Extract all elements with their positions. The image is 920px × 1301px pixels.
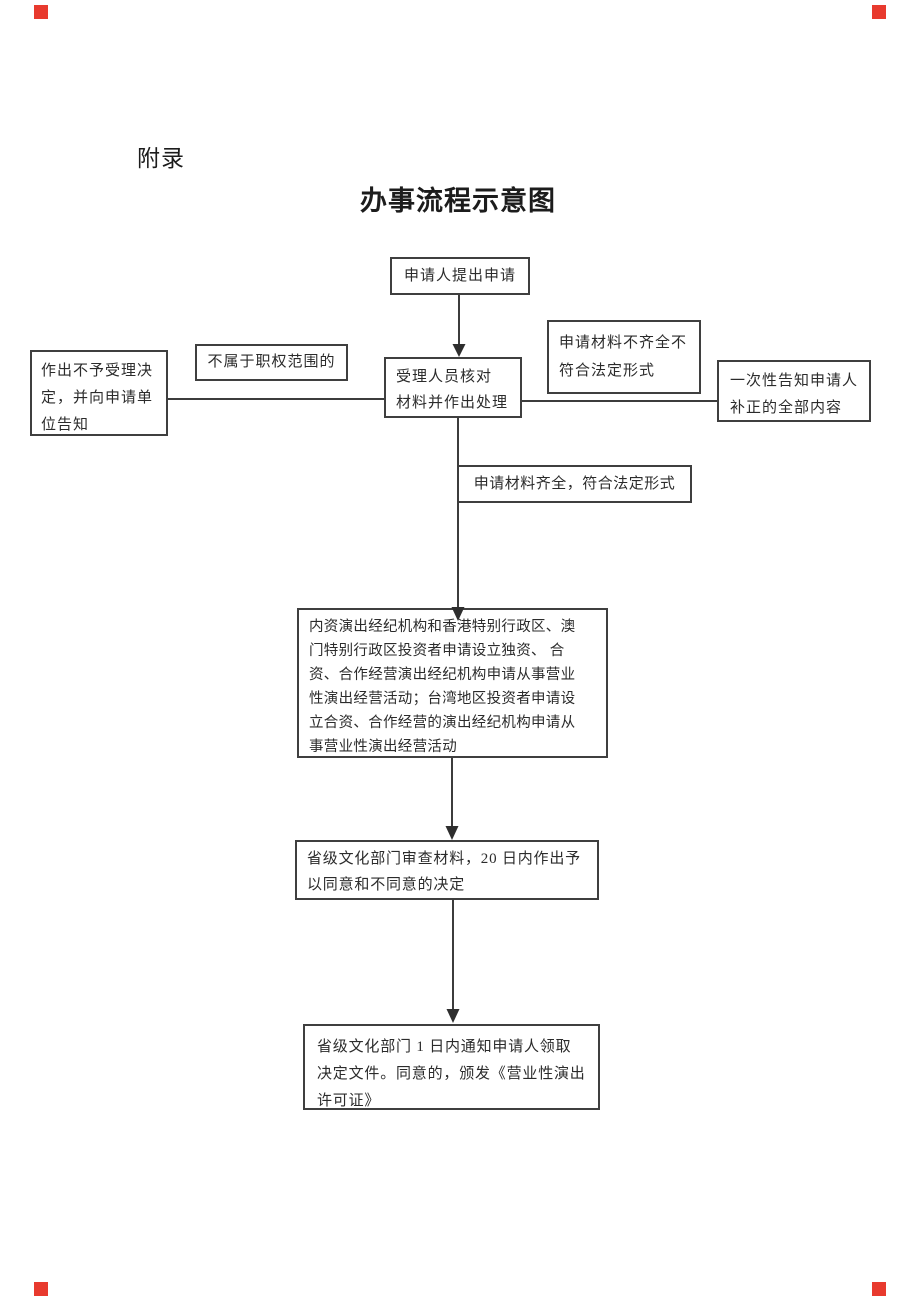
flow-node-review: 受理人员核对 材料并作出处理 <box>384 357 522 418</box>
corner-marker-bottom-right <box>872 1282 886 1296</box>
flow-node-materials-complete: 申请材料齐全，符合法定形式 <box>457 465 692 503</box>
appendix-label: 附录 <box>137 145 185 171</box>
flow-node-applicant-scope: 内资演出经纪机构和香港特别行政区、澳 门特别行政区投资者申请设立独资、 合 资、… <box>297 608 608 758</box>
flow-node-reject-decision: 作出不予受理决 定，并向申请单 位告知 <box>30 350 168 436</box>
flow-node-start: 申请人提出申请 <box>390 257 530 295</box>
arrowhead-provincial <box>445 826 459 840</box>
flow-node-materials-incomplete: 申请材料不齐全不 符合法定形式 <box>547 320 701 394</box>
flow-node-out-of-scope: 不属于职权范围的 <box>195 344 348 381</box>
corner-marker-top-right <box>872 5 886 19</box>
page-title: 办事流程示意图 <box>360 186 556 216</box>
flow-node-one-time-notice: 一次性告知申请人 补正的全部内容 <box>717 360 871 422</box>
flow-node-provincial-review: 省级文化部门审查材料，20 日内作出予 以同意和不同意的决定 <box>295 840 599 900</box>
arrowhead-decision <box>446 1009 460 1023</box>
arrowhead-review <box>452 344 466 357</box>
corner-marker-bottom-left <box>34 1282 48 1296</box>
corner-marker-top-left <box>34 5 48 19</box>
flow-node-decision-notice: 省级文化部门 1 日内通知申请人领取 决定文件。同意的，颁发《营业性演出 许可证… <box>303 1024 600 1110</box>
